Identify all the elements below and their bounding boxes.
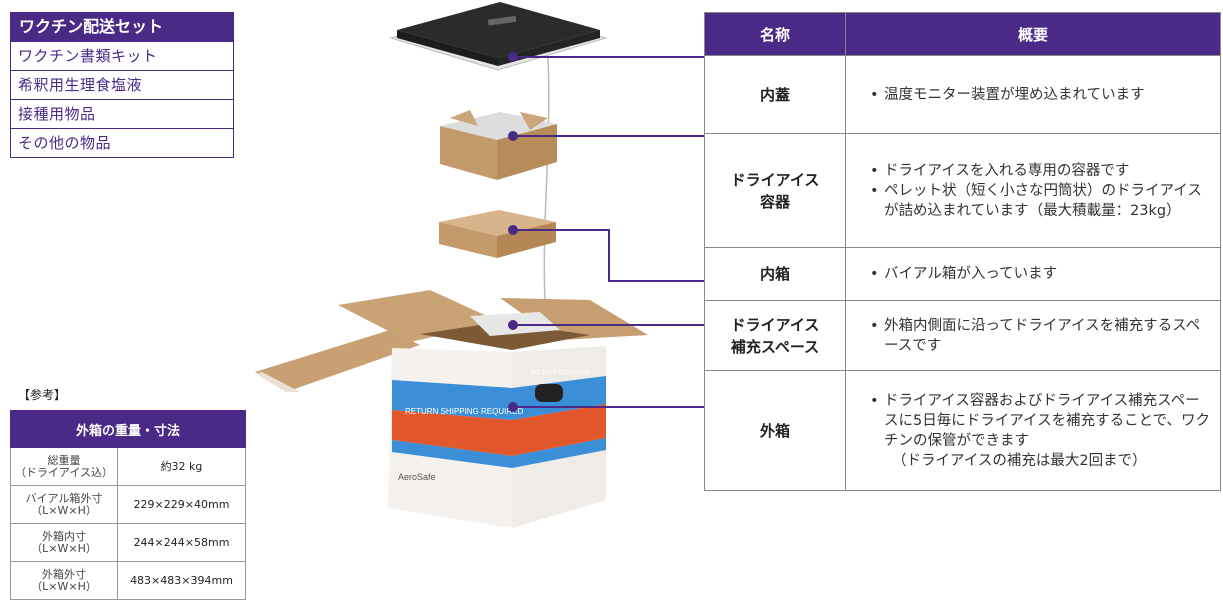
outer-box-image: RETURN SHIPPING REQUIRED DO NOT DISCARD … <box>255 290 648 528</box>
kit-item: 接種用物品 <box>11 99 233 128</box>
inner-lid-image <box>389 2 608 71</box>
description-bullet: 温度モニター装置が埋め込まれています <box>870 85 1212 105</box>
component-table: 名称 概要 内蓋 温度モニター装置が埋め込まれています ドライアイス容器 ドライ… <box>704 12 1221 491</box>
component-description: 温度モニター装置が埋め込まれています <box>845 55 1221 134</box>
brand-label: AeroSafe <box>398 472 436 482</box>
description-bullet: 外箱内側面に沿ってドライアイスを補充するスペースです <box>870 316 1212 356</box>
table-row: ドライアイス容器 ドライアイスを入れる専用の容器です ペレット状（短く小さな円筒… <box>704 133 1221 248</box>
table-row: 内蓋 温度モニター装置が埋め込まれています <box>704 55 1221 134</box>
table-row: 総重量 （ドライアイス込） 約32 kg <box>10 447 246 486</box>
component-name: 内箱 <box>704 247 846 301</box>
inner-box-image <box>439 210 556 258</box>
table-row: ドライアイス補充スペース 外箱内側面に沿ってドライアイスを補充するスペースです <box>704 300 1221 371</box>
component-name: ドライアイス補充スペース <box>704 300 846 371</box>
component-name-text: ドライアイス容器 <box>730 170 820 211</box>
return-label: RETURN SHIPPING REQUIRED <box>405 407 523 416</box>
vaccine-kit-list: ワクチン配送セット ワクチン書類キット 希釈用生理食塩液 接種用物品 その他の物… <box>10 12 234 158</box>
component-description: ドライアイスを入れる専用の容器です ペレット状（短く小さな円筒状）のドライアイス… <box>845 133 1221 248</box>
reference-label: 総重量 （ドライアイス込） <box>10 447 118 486</box>
connector-line <box>513 229 705 282</box>
dry-ice-container-image <box>440 110 557 180</box>
component-name: 外箱 <box>704 370 846 491</box>
description-bullet: バイアル箱が入っています <box>870 264 1212 284</box>
string-line <box>543 57 550 321</box>
component-description: 外箱内側面に沿ってドライアイスを補充するスペースです <box>845 300 1221 371</box>
name-column-header: 名称 <box>704 12 846 56</box>
reference-label: 外箱内寸 （L×W×H） <box>10 523 118 562</box>
do-not-discard-label: DO NOT DISCARD <box>530 369 591 376</box>
description-bullet: ドライアイス容器およびドライアイス補充スペースに5日毎にドライアイスを補充するこ… <box>870 391 1212 451</box>
table-row: 内箱 バイアル箱が入っています <box>704 247 1221 301</box>
kit-item: その他の物品 <box>11 128 233 157</box>
component-name: 内蓋 <box>704 55 846 134</box>
kit-item: ワクチン書類キット <box>11 41 233 70</box>
table-row: 外箱 ドライアイス容器およびドライアイス補充スペースに5日毎にドライアイスを補充… <box>704 370 1221 491</box>
table-row: 外箱内寸 （L×W×H） 244×244×58mm <box>10 523 246 562</box>
description-bullet: ドライアイスを入れる専用の容器です <box>870 161 1212 181</box>
description-bullet: ペレット状（短く小さな円筒状）のドライアイスが詰め込まれています（最大積載量：2… <box>870 181 1212 221</box>
reference-value: 約32 kg <box>117 447 246 486</box>
component-description: バイアル箱が入っています <box>845 247 1221 301</box>
description-column-header: 概要 <box>845 12 1221 56</box>
reference-header: 外箱の重量・寸法 <box>10 410 246 448</box>
component-name: ドライアイス容器 <box>704 133 846 248</box>
description-note: （ドライアイスの補充は最大2回まで） <box>892 452 1147 469</box>
table-header-row: 名称 概要 <box>704 12 1221 56</box>
reference-title: 【参考】 <box>18 388 67 402</box>
kit-title: ワクチン配送セット <box>11 13 233 41</box>
reference-table: 外箱の重量・寸法 総重量 （ドライアイス込） 約32 kg バイアル箱外寸 （L… <box>10 410 246 600</box>
kit-item: 希釈用生理食塩液 <box>11 70 233 99</box>
shipper-exploded-illustration: RETURN SHIPPING REQUIRED DO NOT DISCARD … <box>255 2 705 528</box>
component-name-text: ドライアイス補充スペース <box>730 315 820 356</box>
component-description: ドライアイス容器およびドライアイス補充スペースに5日毎にドライアイスを補充するこ… <box>845 370 1221 491</box>
